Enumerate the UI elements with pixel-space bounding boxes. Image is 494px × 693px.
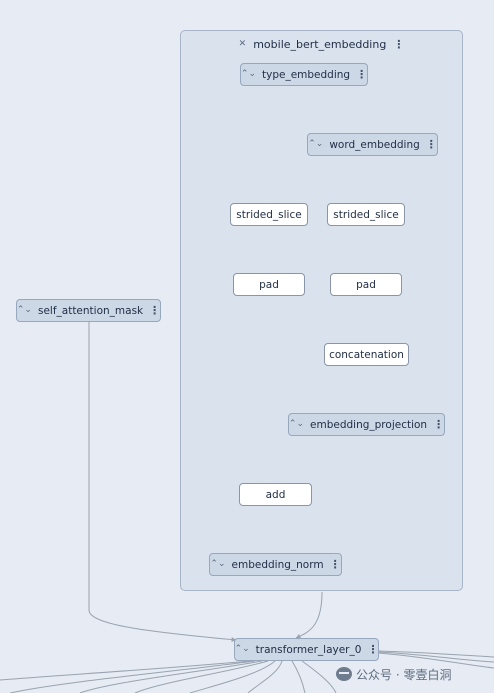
node-label: add xyxy=(265,488,286,501)
edge-out-7 xyxy=(291,660,306,693)
node-label: self_attention_mask xyxy=(37,304,144,317)
node-strided-slice-2[interactable]: strided_slice xyxy=(327,203,405,226)
node-embedding-projection[interactable]: ⌃⌄ embedding_projection ⋮ xyxy=(288,413,445,436)
node-label: embedding_norm xyxy=(231,558,324,571)
edge-out-1 xyxy=(0,660,251,681)
node-label: concatenation xyxy=(329,348,404,361)
edge-out-3 xyxy=(79,660,263,693)
node-label: pad xyxy=(259,278,279,291)
edge-group-to-transformer xyxy=(295,591,323,639)
edge-bundle-right-3 xyxy=(377,652,494,669)
edge-bundle-right-1 xyxy=(377,650,494,658)
node-concatenation[interactable]: concatenation xyxy=(324,343,409,366)
mobile-bert-embedding-group[interactable]: ✕ mobile_bert_embedding ⋮ xyxy=(180,30,463,591)
edge-out-5 xyxy=(189,660,276,693)
collapse-icon[interactable]: ✕ xyxy=(238,38,247,49)
kebab-menu-icon[interactable]: ⋮ xyxy=(329,558,341,571)
edge-out-4 xyxy=(134,660,269,693)
node-label: embedding_projection xyxy=(310,418,428,431)
node-embedding-norm[interactable]: ⌃⌄ embedding_norm ⋮ xyxy=(209,553,342,576)
edge-out-8 xyxy=(301,660,337,693)
watermark: 公众号 · 零壹白洞 xyxy=(336,664,451,684)
kebab-menu-icon[interactable]: ⋮ xyxy=(367,643,379,656)
kebab-menu-icon[interactable]: ⋮ xyxy=(149,304,161,317)
chevron-up-down-icon[interactable]: ⌃⌄ xyxy=(288,419,305,429)
node-type-embedding[interactable]: ⌃⌄ type_embedding ⋮ xyxy=(240,63,368,86)
kebab-menu-icon[interactable]: ⋮ xyxy=(433,418,445,431)
edge-out-2 xyxy=(9,660,256,693)
node-transformer-layer-0[interactable]: ⌃⌄ transformer_layer_0 ⋮ xyxy=(234,638,379,661)
node-label: transformer_layer_0 xyxy=(255,643,362,656)
node-word-embedding[interactable]: ⌃⌄ word_embedding ⋮ xyxy=(307,133,438,156)
node-label: strided_slice xyxy=(236,208,302,221)
kebab-menu-icon[interactable]: ⋮ xyxy=(393,37,405,51)
edge-out-6 xyxy=(247,660,283,693)
chevron-up-down-icon[interactable]: ⌃⌄ xyxy=(210,559,226,569)
node-label: strided_slice xyxy=(333,208,399,221)
edge-bundle-right-2 xyxy=(377,651,494,663)
kebab-menu-icon[interactable]: ⋮ xyxy=(356,68,368,81)
kebab-menu-icon[interactable]: ⋮ xyxy=(425,138,437,151)
group-header: ✕ mobile_bert_embedding ⋮ xyxy=(181,36,462,52)
node-label: pad xyxy=(356,278,376,291)
node-strided-slice-1[interactable]: strided_slice xyxy=(230,203,308,226)
group-title: mobile_bert_embedding xyxy=(253,37,387,51)
node-label: type_embedding xyxy=(262,68,351,81)
node-label: word_embedding xyxy=(329,138,420,151)
wechat-logo-icon xyxy=(336,667,352,681)
node-pad-1[interactable]: pad xyxy=(233,273,305,296)
node-add[interactable]: add xyxy=(239,483,312,506)
chevron-up-down-icon[interactable]: ⌃⌄ xyxy=(16,305,32,315)
node-self-attention-mask[interactable]: ⌃⌄ self_attention_mask ⋮ xyxy=(16,299,161,322)
node-pad-2[interactable]: pad xyxy=(330,273,402,296)
watermark-text: 公众号 · 零壹白洞 xyxy=(356,667,452,682)
chevron-up-down-icon[interactable]: ⌃⌄ xyxy=(234,644,250,654)
edge-mask-to-transformer xyxy=(88,321,237,643)
chevron-up-down-icon[interactable]: ⌃⌄ xyxy=(240,69,256,79)
chevron-up-down-icon[interactable]: ⌃⌄ xyxy=(308,139,324,149)
